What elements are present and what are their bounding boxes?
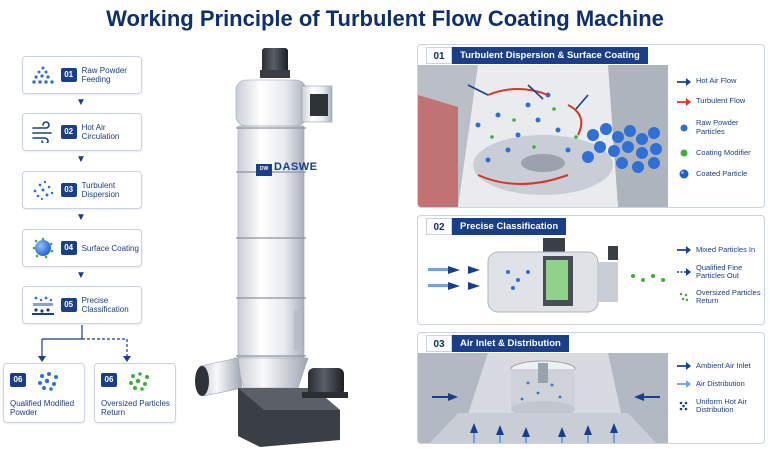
classification-icon — [29, 292, 57, 318]
step-label: Precise Classification — [81, 296, 129, 314]
step-number: 04 — [60, 241, 77, 255]
step-number: 03 — [60, 183, 77, 197]
coating-machine-illustration: DW DASWE — [190, 40, 410, 447]
dispersion-scene-illustration — [418, 65, 668, 207]
legend-item: Coated Particle — [676, 164, 756, 184]
step-hot-air-circulation: 02 Hot Air Circulation — [22, 113, 142, 151]
legend-item: Uniform Hot Air Distribution — [676, 393, 756, 419]
output-label: Oversized Particles Return — [101, 399, 170, 417]
step-number: 05 — [60, 298, 77, 312]
legend-label: Turbulent Flow — [696, 96, 746, 106]
legend-item: Air Distribution — [676, 375, 756, 393]
green-particles-icon — [125, 370, 155, 392]
panel-number: 01 — [426, 47, 452, 64]
step-raw-powder-feeding: 01 Raw Powder Feeding — [22, 56, 142, 94]
panel-number: 02 — [426, 218, 452, 235]
legend-label: Uniform Hot Air Distribution — [696, 396, 747, 414]
step-number: 02 — [60, 125, 77, 139]
step-precise-classification: 05 Precise Classification — [22, 286, 142, 324]
panel-air-inlet-distribution: 03 Air Inlet & Distribution Ambient Air … — [417, 332, 765, 444]
machine-brand: DASWE — [274, 161, 318, 173]
dispersion-icon — [29, 177, 57, 203]
output-oversized-return: 06 Oversized Particles Return — [94, 363, 176, 423]
legend-item: Oversized Particles Return — [676, 286, 762, 308]
machine-logo: DW — [259, 166, 269, 172]
red-arrow-icon — [676, 97, 692, 106]
step-number: 01 — [60, 68, 77, 82]
legend-label: Coated Particle — [696, 168, 748, 178]
legend-label: Ambient Air Inlet — [696, 360, 751, 370]
panel-legend: Mixed Particles In Qualified Fine Partic… — [676, 242, 762, 308]
step-turbulent-dispersion: 03 Turbulent Dispersion — [22, 171, 142, 209]
legend-label: Raw Powder Particles — [696, 118, 739, 136]
step-label: Hot Air Circulation — [81, 123, 120, 141]
panel-legend: Hot Air Flow Turbulent Flow Raw Powder P… — [676, 73, 756, 184]
panel-title: Air Inlet & Distribution — [452, 335, 569, 352]
step-label: Raw Powder Feeding — [81, 66, 127, 84]
coated-dot-icon — [676, 169, 692, 179]
step-label: Surface Coating — [81, 243, 139, 253]
output-number: 06 — [101, 373, 117, 387]
panel-precise-classification: 02 Precise Classification Mixed Particle… — [417, 215, 765, 325]
legend-item: Hot Air Flow — [676, 73, 756, 90]
dark-blue-arrow-icon — [676, 77, 692, 86]
blue-particles-icon — [34, 370, 64, 392]
dotted-blue-arrow-icon — [676, 268, 692, 276]
air-distribution-scene-illustration — [418, 353, 668, 443]
legend-label: Air Distribution — [696, 378, 745, 388]
legend-label: Qualified Fine Particles Out — [696, 262, 743, 280]
step-label: Turbulent Dispersion — [81, 181, 120, 199]
light-blue-arrow-icon — [676, 380, 692, 388]
green-dots-arrow-icon — [676, 292, 692, 302]
page-title: Working Principle of Turbulent Flow Coat… — [106, 6, 664, 31]
flow-arrow-icon: ▼ — [76, 270, 86, 281]
panel-title: Turbulent Dispersion & Surface Coating — [452, 47, 648, 64]
legend-label: Oversized Particles Return — [696, 287, 761, 305]
flow-arrow-icon: ▼ — [76, 97, 86, 108]
panel-header: 01 Turbulent Dispersion & Surface Coatin… — [426, 47, 648, 64]
output-number: 06 — [10, 373, 26, 387]
split-connector — [38, 325, 131, 362]
dark-blue-arrow-icon — [676, 362, 692, 370]
blue-dots-icon — [676, 401, 692, 411]
legend-label: Hot Air Flow — [696, 76, 737, 86]
green-dot-icon — [676, 149, 692, 157]
panel-number: 03 — [426, 335, 452, 352]
output-qualified-powder: 06 Qualified Modified Powder — [3, 363, 85, 423]
output-label: Qualified Modified Powder — [10, 399, 75, 417]
panel-legend: Ambient Air Inlet Air Distribution Unifo… — [676, 357, 756, 419]
legend-item: Qualified Fine Particles Out — [676, 258, 762, 286]
legend-label: Mixed Particles In — [696, 244, 756, 254]
hot-air-icon — [29, 119, 57, 145]
legend-item: Coating Modifier — [676, 142, 756, 164]
flow-arrow-icon: ▼ — [76, 154, 86, 165]
legend-item: Mixed Particles In — [676, 242, 762, 258]
legend-item: Turbulent Flow — [676, 90, 756, 113]
dark-blue-arrow-icon — [676, 246, 692, 254]
step-surface-coating: 04 Surface Coating — [22, 229, 142, 267]
legend-item: Ambient Air Inlet — [676, 357, 756, 375]
panel-title: Precise Classification — [452, 218, 567, 235]
coated-sphere-icon — [29, 235, 57, 261]
legend-item: Raw Powder Particles — [676, 113, 756, 142]
powder-pile-icon — [29, 62, 57, 88]
panel-header: 03 Air Inlet & Distribution — [426, 335, 569, 352]
legend-label: Coating Modifier — [696, 147, 751, 157]
blue-dot-icon — [676, 124, 692, 132]
panel-dispersion-coating: 01 Turbulent Dispersion & Surface Coatin… — [417, 44, 765, 208]
classification-scene-illustration — [418, 236, 668, 324]
panel-header: 02 Precise Classification — [426, 218, 567, 235]
flow-arrow-icon: ▼ — [76, 212, 86, 223]
